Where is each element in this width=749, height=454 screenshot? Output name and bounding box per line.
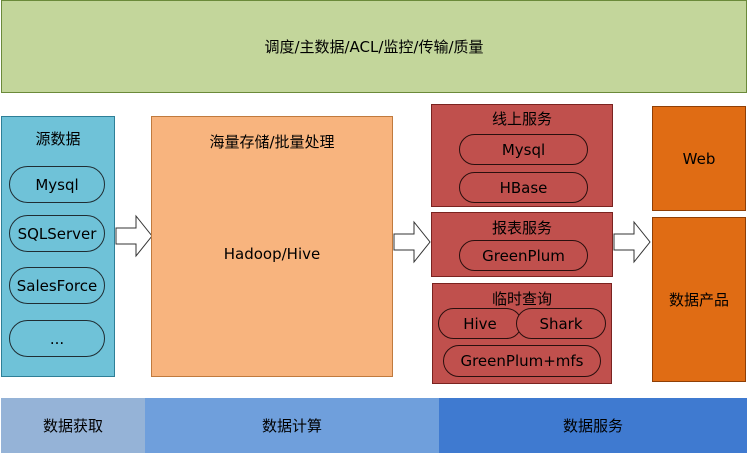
compute-panel bbox=[151, 116, 393, 377]
report-item-greenplum: GreenPlum bbox=[459, 240, 588, 271]
adhoc-item-hive: Hive bbox=[438, 308, 522, 339]
source-item-more: ... bbox=[9, 320, 105, 357]
stage-compute-label: 数据计算 bbox=[261, 417, 322, 435]
web-product-panel: Web bbox=[652, 106, 746, 211]
stage-acquire: 数据获取 bbox=[1, 398, 145, 453]
report-service-title: 报表服务 bbox=[491, 219, 552, 237]
compute-title: 海量存储/批量处理 bbox=[209, 133, 335, 151]
adhoc-query-title: 临时查询 bbox=[491, 290, 552, 308]
adhoc-item-greenplum-mfs: GreenPlum+mfs bbox=[443, 345, 601, 377]
online-item-hbase: HBase bbox=[459, 172, 588, 203]
source-data-title: 源数据 bbox=[35, 130, 81, 148]
top-bar-label: 调度/主数据/ACL/监控/传输/质量 bbox=[264, 38, 484, 56]
arrow-service-to-product bbox=[613, 220, 651, 264]
data-product-panel: 数据产品 bbox=[652, 217, 746, 382]
source-item-sqlserver: SQLServer bbox=[9, 215, 105, 252]
source-item-salesforce: SalesForce bbox=[9, 267, 105, 304]
data-product-label: 数据产品 bbox=[668, 291, 729, 309]
web-product-label: Web bbox=[682, 149, 716, 168]
compute-engine-label: Hadoop/Hive bbox=[223, 245, 321, 263]
stage-compute: 数据计算 bbox=[145, 398, 439, 453]
source-item-mysql: Mysql bbox=[9, 166, 105, 203]
stage-service-label: 数据服务 bbox=[562, 417, 623, 435]
stage-acquire-label: 数据获取 bbox=[42, 417, 103, 435]
online-service-title: 线上服务 bbox=[491, 110, 552, 128]
online-item-mysql: Mysql bbox=[459, 134, 588, 165]
stage-service: 数据服务 bbox=[439, 398, 747, 453]
arrow-source-to-compute bbox=[115, 214, 153, 258]
adhoc-item-shark: Shark bbox=[516, 308, 606, 339]
top-bar: 调度/主数据/ACL/监控/传输/质量 bbox=[1, 0, 747, 93]
arrow-compute-to-service bbox=[393, 220, 431, 264]
